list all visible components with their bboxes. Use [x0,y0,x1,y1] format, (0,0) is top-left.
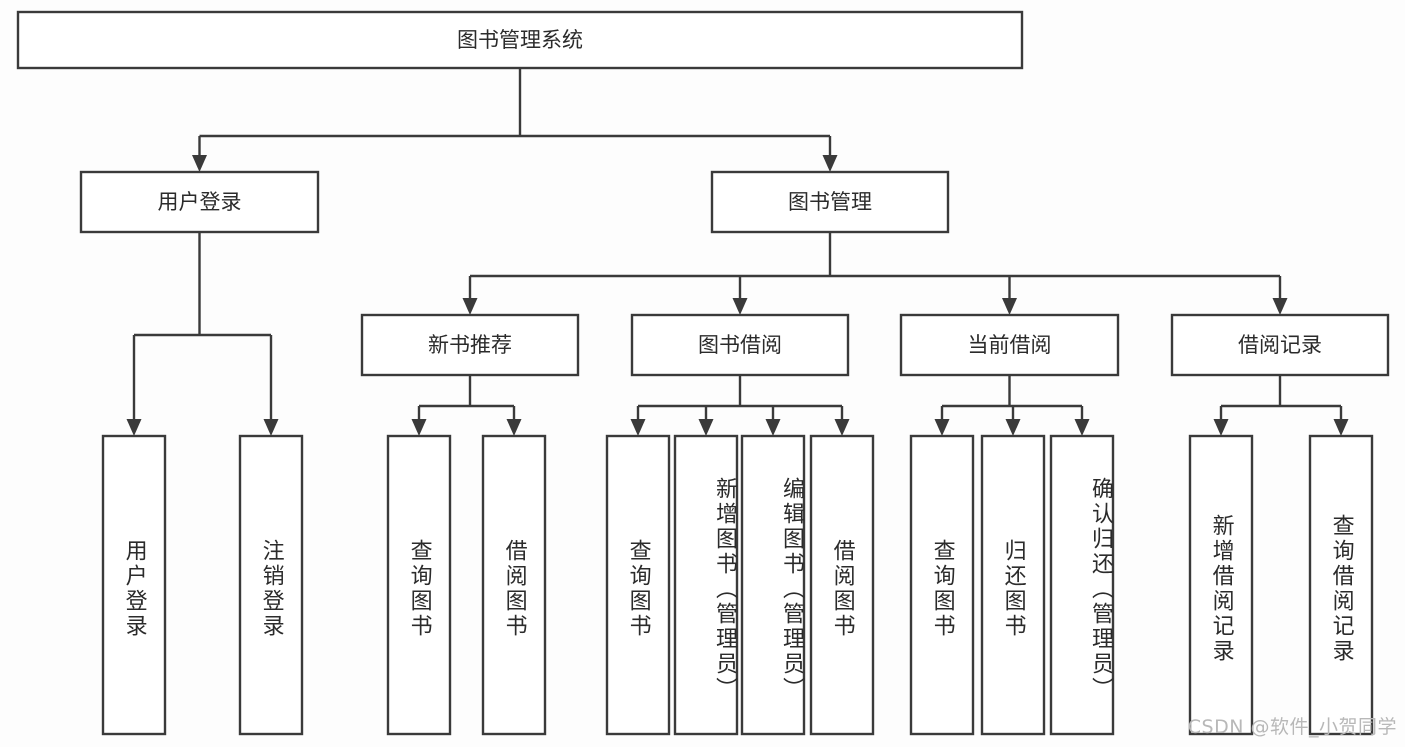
arrow-head-icon [411,419,427,436]
level3-node-label-3: 借阅记录 [1238,333,1322,357]
leaf-node-box-3[interactable] [481,434,547,736]
arrow-head-icon [630,419,646,436]
boxes-layer [16,10,1390,736]
leaf-node-box-8[interactable] [909,434,975,736]
leaf-node-box-7[interactable] [809,434,875,736]
leaf-node-box-11[interactable] [1188,434,1254,736]
arrow-head-icon [732,298,748,315]
level3-node-box-2[interactable] [899,313,1120,377]
leaf-node-box-4[interactable] [605,434,671,736]
leaf-node-box-6[interactable] [740,434,806,736]
watermark-text: CSDN @软件_小贺同学 [1187,716,1397,738]
level2-node-box-0[interactable] [79,170,320,234]
root-node-label: 图书管理系统 [457,28,583,52]
level2-node-label-0: 用户登录 [158,190,242,214]
arrow-head-icon [462,298,478,315]
level3-node-box-1[interactable] [630,313,850,377]
arrow-head-icon [263,419,279,436]
leaf-node-box-10[interactable] [1049,434,1115,736]
arrow-head-icon [698,419,714,436]
level3-node-label-2: 当前借阅 [968,333,1052,357]
level3-node-box-3[interactable] [1170,313,1390,377]
level2-node-label-1: 图书管理 [788,190,872,214]
arrow-head-icon [126,419,142,436]
level3-node-label-1: 图书借阅 [698,333,782,357]
arrow-head-icon [1272,298,1288,315]
arrow-head-icon [765,419,781,436]
arrow-head-icon [192,155,207,172]
leaf-node-box-9[interactable] [980,434,1046,736]
arrow-head-icon [506,419,522,436]
arrow-head-icon [1074,419,1090,436]
level2-node-box-1[interactable] [710,170,950,234]
arrow-head-icon [1005,419,1021,436]
leaf-node-box-1[interactable] [238,434,304,736]
leaf-node-box-0[interactable] [101,434,167,736]
connectors-layer [126,68,1349,436]
arrow-head-icon [822,155,838,172]
leaf-node-box-2[interactable] [386,434,452,736]
arrow-head-icon [834,419,850,436]
level3-node-box-0[interactable] [360,313,580,377]
root-node-box[interactable] [16,10,1024,70]
arrow-head-icon [1333,419,1349,436]
arrow-head-icon [934,419,950,436]
level3-node-label-0: 新书推荐 [428,333,512,357]
leaf-node-box-5[interactable] [673,434,739,736]
arrow-head-icon [1002,298,1017,315]
leaf-node-box-12[interactable] [1308,434,1374,736]
arrow-head-icon [1213,419,1229,436]
